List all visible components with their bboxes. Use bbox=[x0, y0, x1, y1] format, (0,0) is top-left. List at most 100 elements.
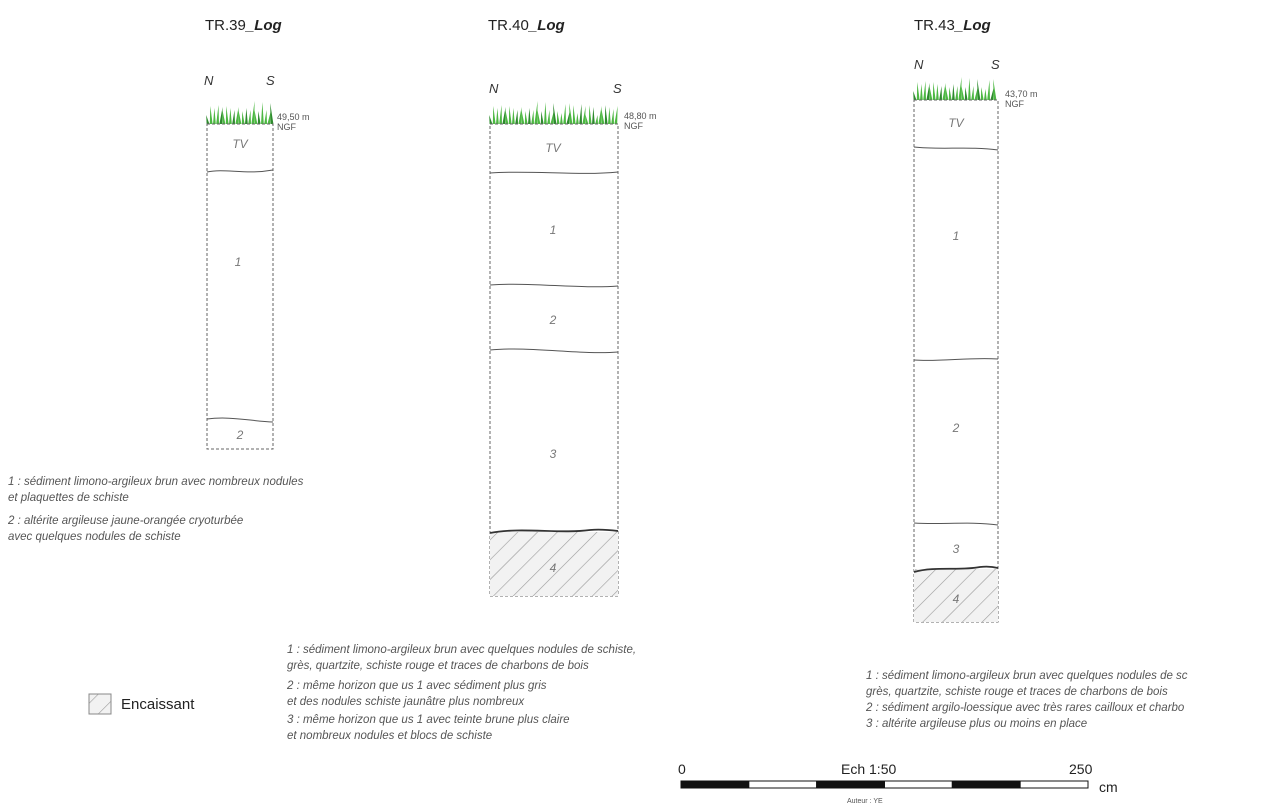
grass-blade bbox=[254, 109, 258, 124]
grass-blade bbox=[936, 84, 939, 100]
horizon-boundary bbox=[913, 565, 999, 573]
grass-blade bbox=[235, 107, 239, 124]
grass-blade bbox=[614, 106, 618, 124]
grass-blade bbox=[560, 113, 563, 124]
scale-segments bbox=[680, 780, 1089, 789]
grass-blade bbox=[550, 112, 554, 124]
grass-blade bbox=[968, 78, 971, 100]
grass-blade bbox=[916, 82, 920, 100]
scale-bar: 0 Ech 1:50 250 cm Auteur : YE bbox=[678, 761, 1118, 805]
horizon-boundary bbox=[206, 417, 274, 423]
unit-label-2: 2 bbox=[952, 421, 960, 435]
grass-blade bbox=[499, 105, 502, 124]
grass-blade bbox=[225, 106, 229, 124]
unit-label-tv: TV bbox=[232, 137, 248, 151]
orientation-north-label: N bbox=[204, 73, 214, 88]
grass-blade bbox=[585, 114, 589, 124]
legend-line: et nombreux nodules et blocs de schiste bbox=[287, 730, 492, 742]
legend-line: 1 : sédiment limono-argileux brun avec n… bbox=[8, 476, 304, 488]
grass-blade bbox=[980, 87, 984, 100]
grass-blade bbox=[206, 115, 210, 124]
grass-blade bbox=[920, 84, 923, 100]
grass-blade bbox=[241, 111, 245, 124]
grass-blade bbox=[528, 108, 531, 124]
log-legend: 1 : sédiment limono-argileux brun avec q… bbox=[865, 670, 1188, 730]
unit-label-2: 2 bbox=[236, 428, 244, 442]
log-legend: 1 : sédiment limono-argileux brun avec n… bbox=[7, 476, 304, 543]
legend-line: 3 : altérite argileuse plus ou moins en … bbox=[866, 718, 1087, 730]
grass-blade bbox=[929, 85, 933, 100]
grass-blade bbox=[948, 87, 952, 100]
log-legend: 1 : sédiment limono-argileux brun avec q… bbox=[286, 644, 636, 742]
encaissant-key: Encaissant bbox=[88, 693, 195, 715]
horizon-boundary bbox=[489, 283, 619, 288]
grass-blade bbox=[984, 89, 987, 100]
log-tr39: TR.39_Log N S 49,50 m NGF TV 1 2 1 : séd… bbox=[7, 17, 310, 543]
unit-label-1: 1 bbox=[953, 229, 960, 243]
scale-segment bbox=[680, 780, 750, 789]
grass-blade bbox=[932, 82, 936, 100]
grass-blade bbox=[213, 108, 216, 124]
orientation-north-label: N bbox=[914, 57, 924, 72]
horizon-boundary bbox=[489, 528, 619, 534]
grass-blade bbox=[502, 107, 506, 124]
encaissant-label: Encaissant bbox=[121, 696, 195, 713]
grass-blade bbox=[267, 112, 271, 124]
log-title: TR.39_Log bbox=[205, 17, 282, 34]
grass-blade bbox=[572, 105, 576, 124]
grass-blade bbox=[512, 108, 515, 124]
horizon-boundary bbox=[206, 169, 274, 173]
grass-blade bbox=[496, 108, 499, 124]
grass-blade bbox=[977, 79, 981, 100]
trench-column bbox=[206, 123, 274, 450]
unit-label-tv: TV bbox=[545, 141, 561, 155]
grass-blade bbox=[245, 108, 248, 124]
grass-blade bbox=[576, 113, 579, 124]
grass-blade bbox=[531, 110, 534, 124]
encaissant-swatch bbox=[88, 693, 112, 715]
grass-blade bbox=[556, 111, 560, 124]
log-tr43: TR.43_Log N S 43,70 m NGF TV 1 2 3 4 1 :… bbox=[865, 17, 1188, 730]
grass-blade bbox=[518, 107, 522, 124]
horizon-boundary bbox=[489, 171, 619, 174]
grass-blade bbox=[974, 88, 978, 100]
grass-blade bbox=[489, 115, 493, 124]
log-title: TR.40_Log bbox=[488, 17, 565, 34]
grass-blade bbox=[964, 87, 968, 100]
grass-blade bbox=[492, 106, 496, 124]
grass-blade bbox=[261, 102, 264, 124]
grass-blade bbox=[544, 102, 547, 124]
grass-blade bbox=[222, 109, 226, 124]
elevation-label: 48,80 m bbox=[624, 111, 657, 121]
grass-blade bbox=[216, 105, 219, 124]
orientation-north-label: N bbox=[489, 81, 499, 96]
grass-blade bbox=[604, 105, 608, 124]
grass-blade bbox=[537, 109, 541, 124]
scale-start-label: 0 bbox=[678, 761, 686, 777]
scale-segment bbox=[748, 780, 818, 789]
scale-segment bbox=[1019, 780, 1089, 789]
legend-line: et des nodules schiste jaunâtre plus nom… bbox=[287, 696, 525, 708]
legend-line: 1 : sédiment limono-argileux brun avec q… bbox=[287, 644, 636, 656]
grass-blade bbox=[611, 109, 614, 124]
grass-blade bbox=[601, 108, 605, 124]
scale-end-label: 250 bbox=[1069, 761, 1093, 777]
unit-label-tv: TV bbox=[948, 116, 964, 130]
grass-blade bbox=[958, 77, 962, 100]
grass-surface bbox=[489, 101, 618, 124]
author-credit: Auteur : YE bbox=[847, 798, 883, 805]
legend-line: grès, quartzite, schiste rouge et traces… bbox=[866, 686, 1168, 698]
scale-segment bbox=[884, 780, 953, 789]
grass-blade bbox=[942, 83, 946, 100]
grass-blade bbox=[990, 88, 994, 100]
unit-label-1: 1 bbox=[550, 223, 557, 237]
grass-surface bbox=[913, 77, 997, 100]
grass-blade bbox=[238, 109, 242, 124]
grass-blade bbox=[209, 106, 213, 124]
grass-blade bbox=[971, 86, 974, 100]
datum-label: NGF bbox=[1005, 99, 1025, 109]
grass-blade bbox=[508, 106, 512, 124]
log-title: TR.43_Log bbox=[914, 17, 991, 34]
grass-surface bbox=[206, 101, 274, 124]
grass-blade bbox=[505, 109, 509, 124]
